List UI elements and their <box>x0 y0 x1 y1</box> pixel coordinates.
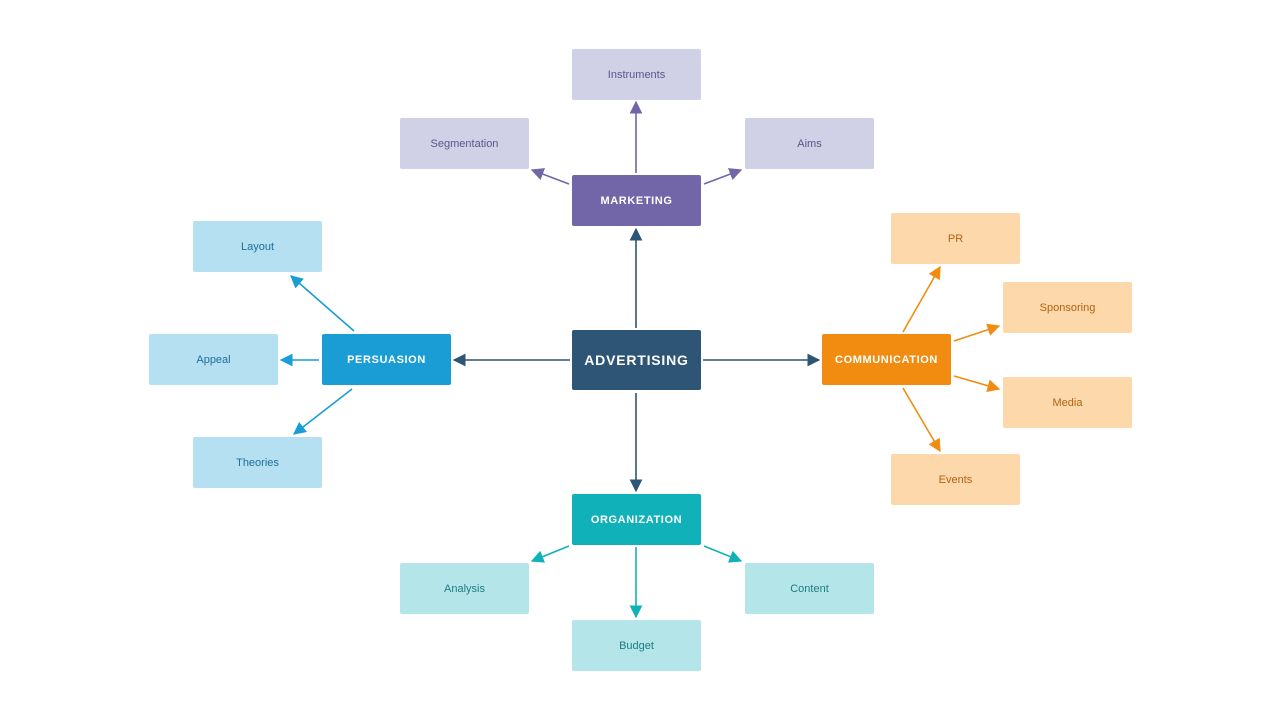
edge-organization-content <box>703 545 743 563</box>
leaf-node-label: Layout <box>240 240 275 253</box>
root-node-advertising[interactable]: ADVERTISING <box>572 330 701 390</box>
leaf-node-label: Theories <box>236 456 279 469</box>
leaf-node-pr[interactable]: PR <box>891 213 1020 264</box>
leaf-node-events[interactable]: Events <box>891 454 1020 505</box>
hub-node-marketing[interactable]: MARKETING <box>572 175 701 226</box>
leaf-node-label: PR <box>947 232 964 245</box>
leaf-node-label: Budget <box>619 639 654 652</box>
root-node-label: ADVERTISING <box>584 352 689 368</box>
hub-node-persuasion[interactable]: PERSUASION <box>322 334 451 385</box>
leaf-node-label: Analysis <box>444 582 485 595</box>
leaf-node-label: Aims <box>797 137 822 150</box>
leaf-node-budget[interactable]: Budget <box>572 620 701 671</box>
hub-node-label: COMMUNICATION <box>835 353 938 366</box>
leaf-node-theories[interactable]: Theories <box>193 437 322 488</box>
leaf-node-label: Media <box>1052 396 1083 409</box>
edge-communication-media <box>953 375 1001 392</box>
leaf-node-media[interactable]: Media <box>1003 377 1132 428</box>
edge-communication-pr <box>902 265 941 333</box>
leaf-node-analysis[interactable]: Analysis <box>400 563 529 614</box>
leaf-node-label: Instruments <box>607 68 666 81</box>
leaf-node-label: Sponsoring <box>1039 301 1096 314</box>
hub-node-label: PERSUASION <box>347 353 426 366</box>
edge-communication-events <box>902 387 941 453</box>
hub-node-organization[interactable]: ORGANIZATION <box>572 494 701 545</box>
leaf-node-aims[interactable]: Aims <box>745 118 874 169</box>
leaf-node-layout[interactable]: Layout <box>193 221 322 272</box>
leaf-node-label: Events <box>938 473 973 486</box>
edge-communication-sponsoring <box>953 323 1001 342</box>
edge-persuasion-theories <box>292 388 353 435</box>
edge-organization-analysis <box>530 545 570 563</box>
hub-node-label: MARKETING <box>600 194 673 207</box>
leaf-node-label: Content <box>790 582 829 595</box>
hub-node-communication[interactable]: COMMUNICATION <box>822 334 951 385</box>
leaf-node-content[interactable]: Content <box>745 563 874 614</box>
leaf-node-appeal[interactable]: Appeal <box>149 334 278 385</box>
leaf-node-label: Segmentation <box>430 137 499 150</box>
hub-node-label: ORGANIZATION <box>590 513 683 526</box>
leaf-node-label: Appeal <box>196 353 231 366</box>
leaf-node-instruments[interactable]: Instruments <box>572 49 701 100</box>
leaf-node-sponsoring[interactable]: Sponsoring <box>1003 282 1132 333</box>
edge-marketing-segmentation <box>530 168 570 185</box>
edge-persuasion-layout <box>290 275 355 332</box>
edge-marketing-aims <box>703 168 743 185</box>
leaf-node-segmentation[interactable]: Segmentation <box>400 118 529 169</box>
